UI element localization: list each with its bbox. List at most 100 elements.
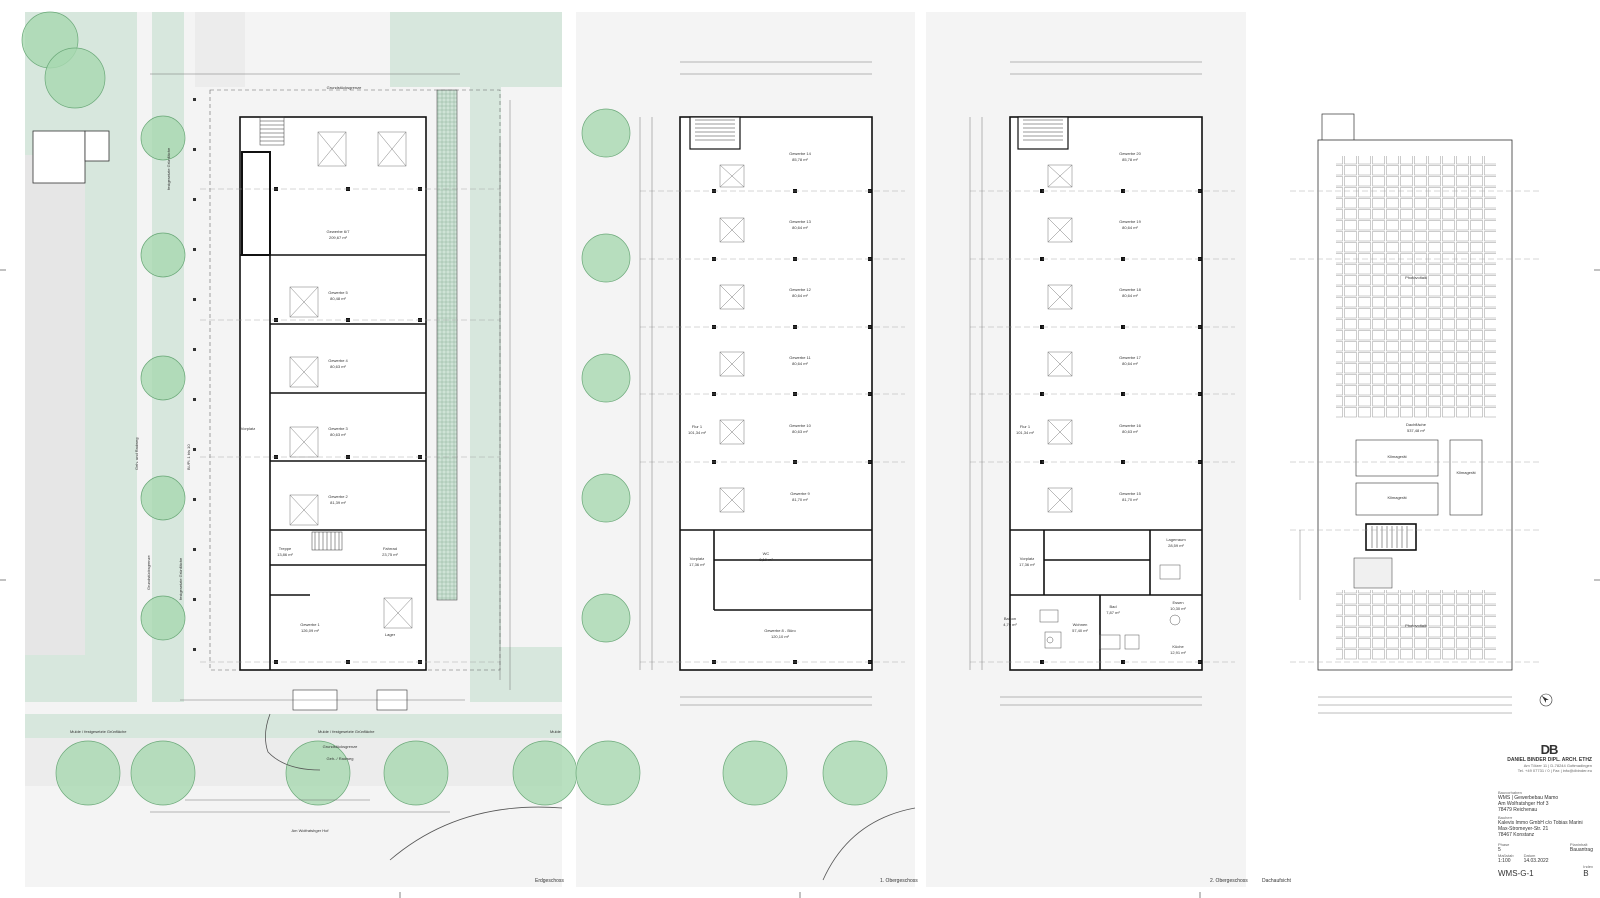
room-area: 80,64 m² — [792, 361, 808, 366]
project-line-3: 78479 Reichenau — [1498, 807, 1538, 813]
label-walkway: Geh- / Radweg — [327, 756, 354, 761]
room-vorplatz: Vorplatz — [690, 556, 704, 561]
sheet-number: WMS-G-1 — [1498, 869, 1534, 878]
room-gewerbe-8: Gewerbe 8 - Büro — [764, 628, 796, 633]
title-block: DB DANIEL BINDER DIPL. ARCH. ETHZ Am Töl… — [1492, 742, 1592, 773]
room-balkon: Balkon — [1004, 616, 1016, 621]
room-area: 7,87 m² — [1106, 610, 1120, 615]
client-line-1: Kalevis Immo GmbH c/o Tobias Marini — [1498, 820, 1583, 826]
label-mulde-b: Mulde / festgesetzte Grünfläche — [318, 729, 375, 734]
room-area: 80,63 m² — [1122, 429, 1138, 434]
firm-contact: Tel. +49 07731 / 0 | Fax | info@dbinder.… — [1517, 768, 1592, 773]
label-mulde-a: Mulde / festgesetzte Grünfläche — [70, 729, 127, 734]
panel-1-obergeschoss: Gewerbe 14 85,78 m² Gewerbe 13 80,64 m² … — [575, 12, 918, 887]
room-area: 81,70 m² — [792, 497, 808, 502]
room-area: 23,75 m² — [382, 552, 398, 557]
room-gewerbe-13: Gewerbe 13 — [789, 219, 812, 224]
plan-value: Bauantrag — [1569, 847, 1593, 853]
room-flur-1: Flur 1 — [1020, 424, 1031, 429]
room-fahrrad: Fahrrad — [383, 546, 397, 551]
room-wc: WC — [763, 551, 770, 556]
room-gewerbe-2: Gewerbe 2 — [328, 494, 348, 499]
room-area: 80,63 m² — [330, 364, 346, 369]
room-kueche: Küche — [1172, 644, 1184, 649]
client-line-2: Max-Stromeyer-Str. 21 — [1498, 826, 1549, 832]
room-area: 4,70 m² — [1003, 622, 1017, 627]
room-area: 80,64 m² — [1122, 225, 1138, 230]
label-vertical-green-1: festgesetzte Grünfläche — [166, 147, 171, 190]
room-vorplatz: Vorplatz — [1020, 556, 1034, 561]
label-street: Am Wolfratshger Hof — [291, 828, 329, 833]
room-gewerbe-11: Gewerbe 11 — [789, 355, 811, 360]
label-klimageraet-c: Klimagerät — [1456, 470, 1476, 475]
phase-label: Phase — [1498, 842, 1510, 847]
floor-title-dach: Dachaufsicht — [1262, 878, 1292, 884]
project-label: Bauvorhaben — [1498, 790, 1522, 795]
label-vertical-path: Geh- und Radweg — [134, 438, 139, 470]
room-gewerbe-4: Gewerbe 4 — [328, 358, 348, 363]
room-area: 81,39 m² — [330, 500, 346, 505]
label-photovoltaik-bottom: Photovoltaik — [1405, 623, 1427, 628]
room-flur-1: Flur 1 — [692, 424, 703, 429]
room-area: 126,09 m² — [301, 628, 320, 633]
room-area: 80,48 m² — [330, 296, 346, 301]
firm-logo: DB — [1540, 742, 1559, 757]
room-wohnen: Wohnen — [1073, 622, 1088, 627]
room-area: 12,91 m² — [1170, 650, 1186, 655]
project-info: Bauvorhaben WMS | Gewerbebau Mamo Am Wol… — [1498, 790, 1593, 838]
room-gewerbe-10: Gewerbe 10 — [789, 423, 812, 428]
project-line-1: WMS | Gewerbebau Mamo — [1498, 795, 1559, 801]
project-line-2: Am Wolfratshger Hof 3 — [1498, 801, 1549, 807]
room-area: 101,34 m² — [688, 430, 707, 435]
plan-label: Planinhalt — [1569, 842, 1588, 847]
room-area: 80,64 m² — [1122, 361, 1138, 366]
label-road: Grundstücksgrenze — [323, 744, 358, 749]
floor-title-eg: Erdgeschoss — [535, 878, 564, 884]
room-area: 8,10 m² — [759, 557, 773, 562]
room-gewerbe-5: Gewerbe 5 — [328, 290, 348, 295]
panel-2-obergeschoss: Gewerbe 20 85,78 m² Gewerbe 19 80,64 m² … — [926, 12, 1248, 887]
room-area: 13,86 m² — [277, 552, 293, 557]
room-area: 10,30 m² — [1170, 606, 1186, 611]
room-gewerbe-18: Gewerbe 18 — [1119, 287, 1142, 292]
room-gewerbe-3: Gewerbe 3 — [328, 426, 348, 431]
label-roof-area: 537,48 m² — [1407, 428, 1426, 433]
label-klimageraet-a: Klimagerät — [1387, 454, 1407, 459]
room-gewerbe-17: Gewerbe 17 — [1119, 355, 1142, 360]
firm-address: Am Tölzer 11 | D-78244 Gottmadingen — [1523, 763, 1592, 768]
scale-value: 1:100 — [1498, 858, 1511, 864]
room-gewerbe-19: Gewerbe 19 — [1119, 219, 1142, 224]
index-label: Index — [1583, 864, 1593, 869]
room-area: 17,36 m² — [1019, 562, 1035, 567]
room-area: 209,67 m² — [329, 235, 348, 240]
label-klimageraet-b: Klimagerät — [1387, 495, 1407, 500]
label-mulde-c: Mulde — [550, 729, 562, 734]
phase-value: 5 — [1498, 847, 1501, 853]
room-area: 120,10 m² — [771, 634, 790, 639]
firm-name: DANIEL BINDER DIPL. ARCH. ETHZ — [1507, 757, 1592, 763]
room-area: 80,64 m² — [1122, 293, 1138, 298]
panel-erdgeschoss: Gewerbe 6/7 209,67 m² Gewerbe 5 80,48 m²… — [21, 11, 578, 887]
room-lager: Lager — [385, 632, 396, 637]
label-vertical-boundary: Grundstücksgrenze — [146, 555, 151, 590]
index-value: B — [1583, 869, 1589, 878]
room-area: 57,40 m² — [1072, 628, 1088, 633]
label-parking: Bl./Pl. 1 bis 10 — [186, 444, 191, 470]
scale-label: Maßstab — [1498, 853, 1514, 858]
room-gewerbe-14: Gewerbe 14 — [789, 151, 812, 156]
room-area: 81,70 m² — [1122, 497, 1138, 502]
client-line-3: 78467 Konstanz — [1498, 832, 1535, 838]
room-gewerbe-12: Gewerbe 12 — [789, 287, 812, 292]
room-treppe: Treppe — [279, 546, 292, 551]
floor-title-og1: 1. Obergeschoss — [880, 878, 918, 884]
label-vertical-green-2: festgesetzte Grünfläche — [178, 557, 183, 600]
room-gewerbe-6-7: Gewerbe 6/7 — [327, 229, 351, 234]
date-label: Datum — [1523, 853, 1536, 858]
room-area: 17,36 m² — [689, 562, 705, 567]
room-area: 85,78 m² — [1122, 157, 1138, 162]
room-gewerbe-15: Gewerbe 15 — [1119, 491, 1142, 496]
client-label: Bauherr — [1498, 815, 1513, 820]
room-gewerbe-20: Gewerbe 20 — [1119, 151, 1142, 156]
room-lagerraum: Lagerraum — [1166, 537, 1186, 542]
